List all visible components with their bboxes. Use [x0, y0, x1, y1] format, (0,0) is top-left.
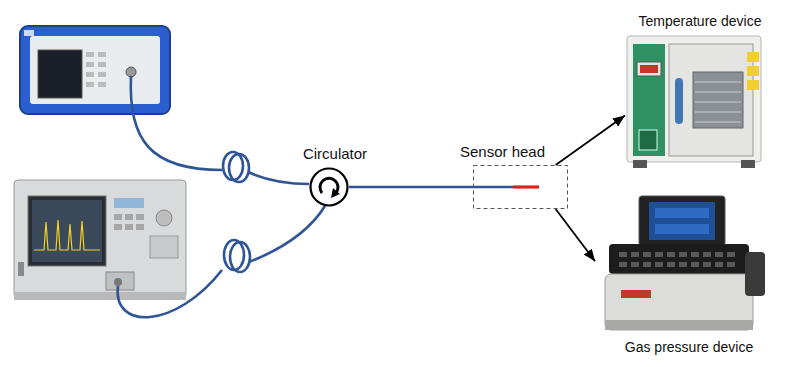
optical-fiber: [118, 76, 325, 317]
light-source-device: [20, 26, 170, 114]
node-label: Circulator: [303, 145, 367, 162]
label-holder: Sensor head: [460, 143, 545, 160]
pressure-calibrator-picture: [605, 196, 765, 330]
node-outline: [595, 194, 767, 334]
sensor-tip: [513, 185, 539, 188]
sensor-head-box: Sensor head: [473, 165, 568, 209]
node-outline: [309, 167, 349, 207]
label-holder: Gas pressure device: [625, 339, 753, 355]
arrow-connector: [556, 116, 625, 165]
circulator-symbol: [311, 169, 348, 206]
node-label: Gas pressure device: [625, 339, 753, 355]
arrow-connector: [556, 209, 595, 261]
spectrum-analyzer: [14, 180, 186, 300]
temperature-device: Temperature device: [625, 34, 763, 170]
fiber-lead: [473, 186, 513, 189]
node-label: Sensor head: [460, 143, 545, 160]
node-outline: [625, 34, 763, 170]
oven-picture: [627, 36, 761, 168]
node-label: Temperature device: [639, 13, 762, 29]
circulator-arrowhead: [331, 188, 340, 198]
label-holder: Temperature device: [639, 13, 762, 29]
label-holder: Circulator: [303, 145, 367, 162]
gas-pressure-device: Gas pressure device: [595, 194, 767, 334]
node-outline: [473, 165, 568, 209]
circulator-node: Circulator: [309, 167, 349, 207]
fiber-connector: [349, 186, 473, 189]
sensor-outline: [474, 166, 568, 209]
